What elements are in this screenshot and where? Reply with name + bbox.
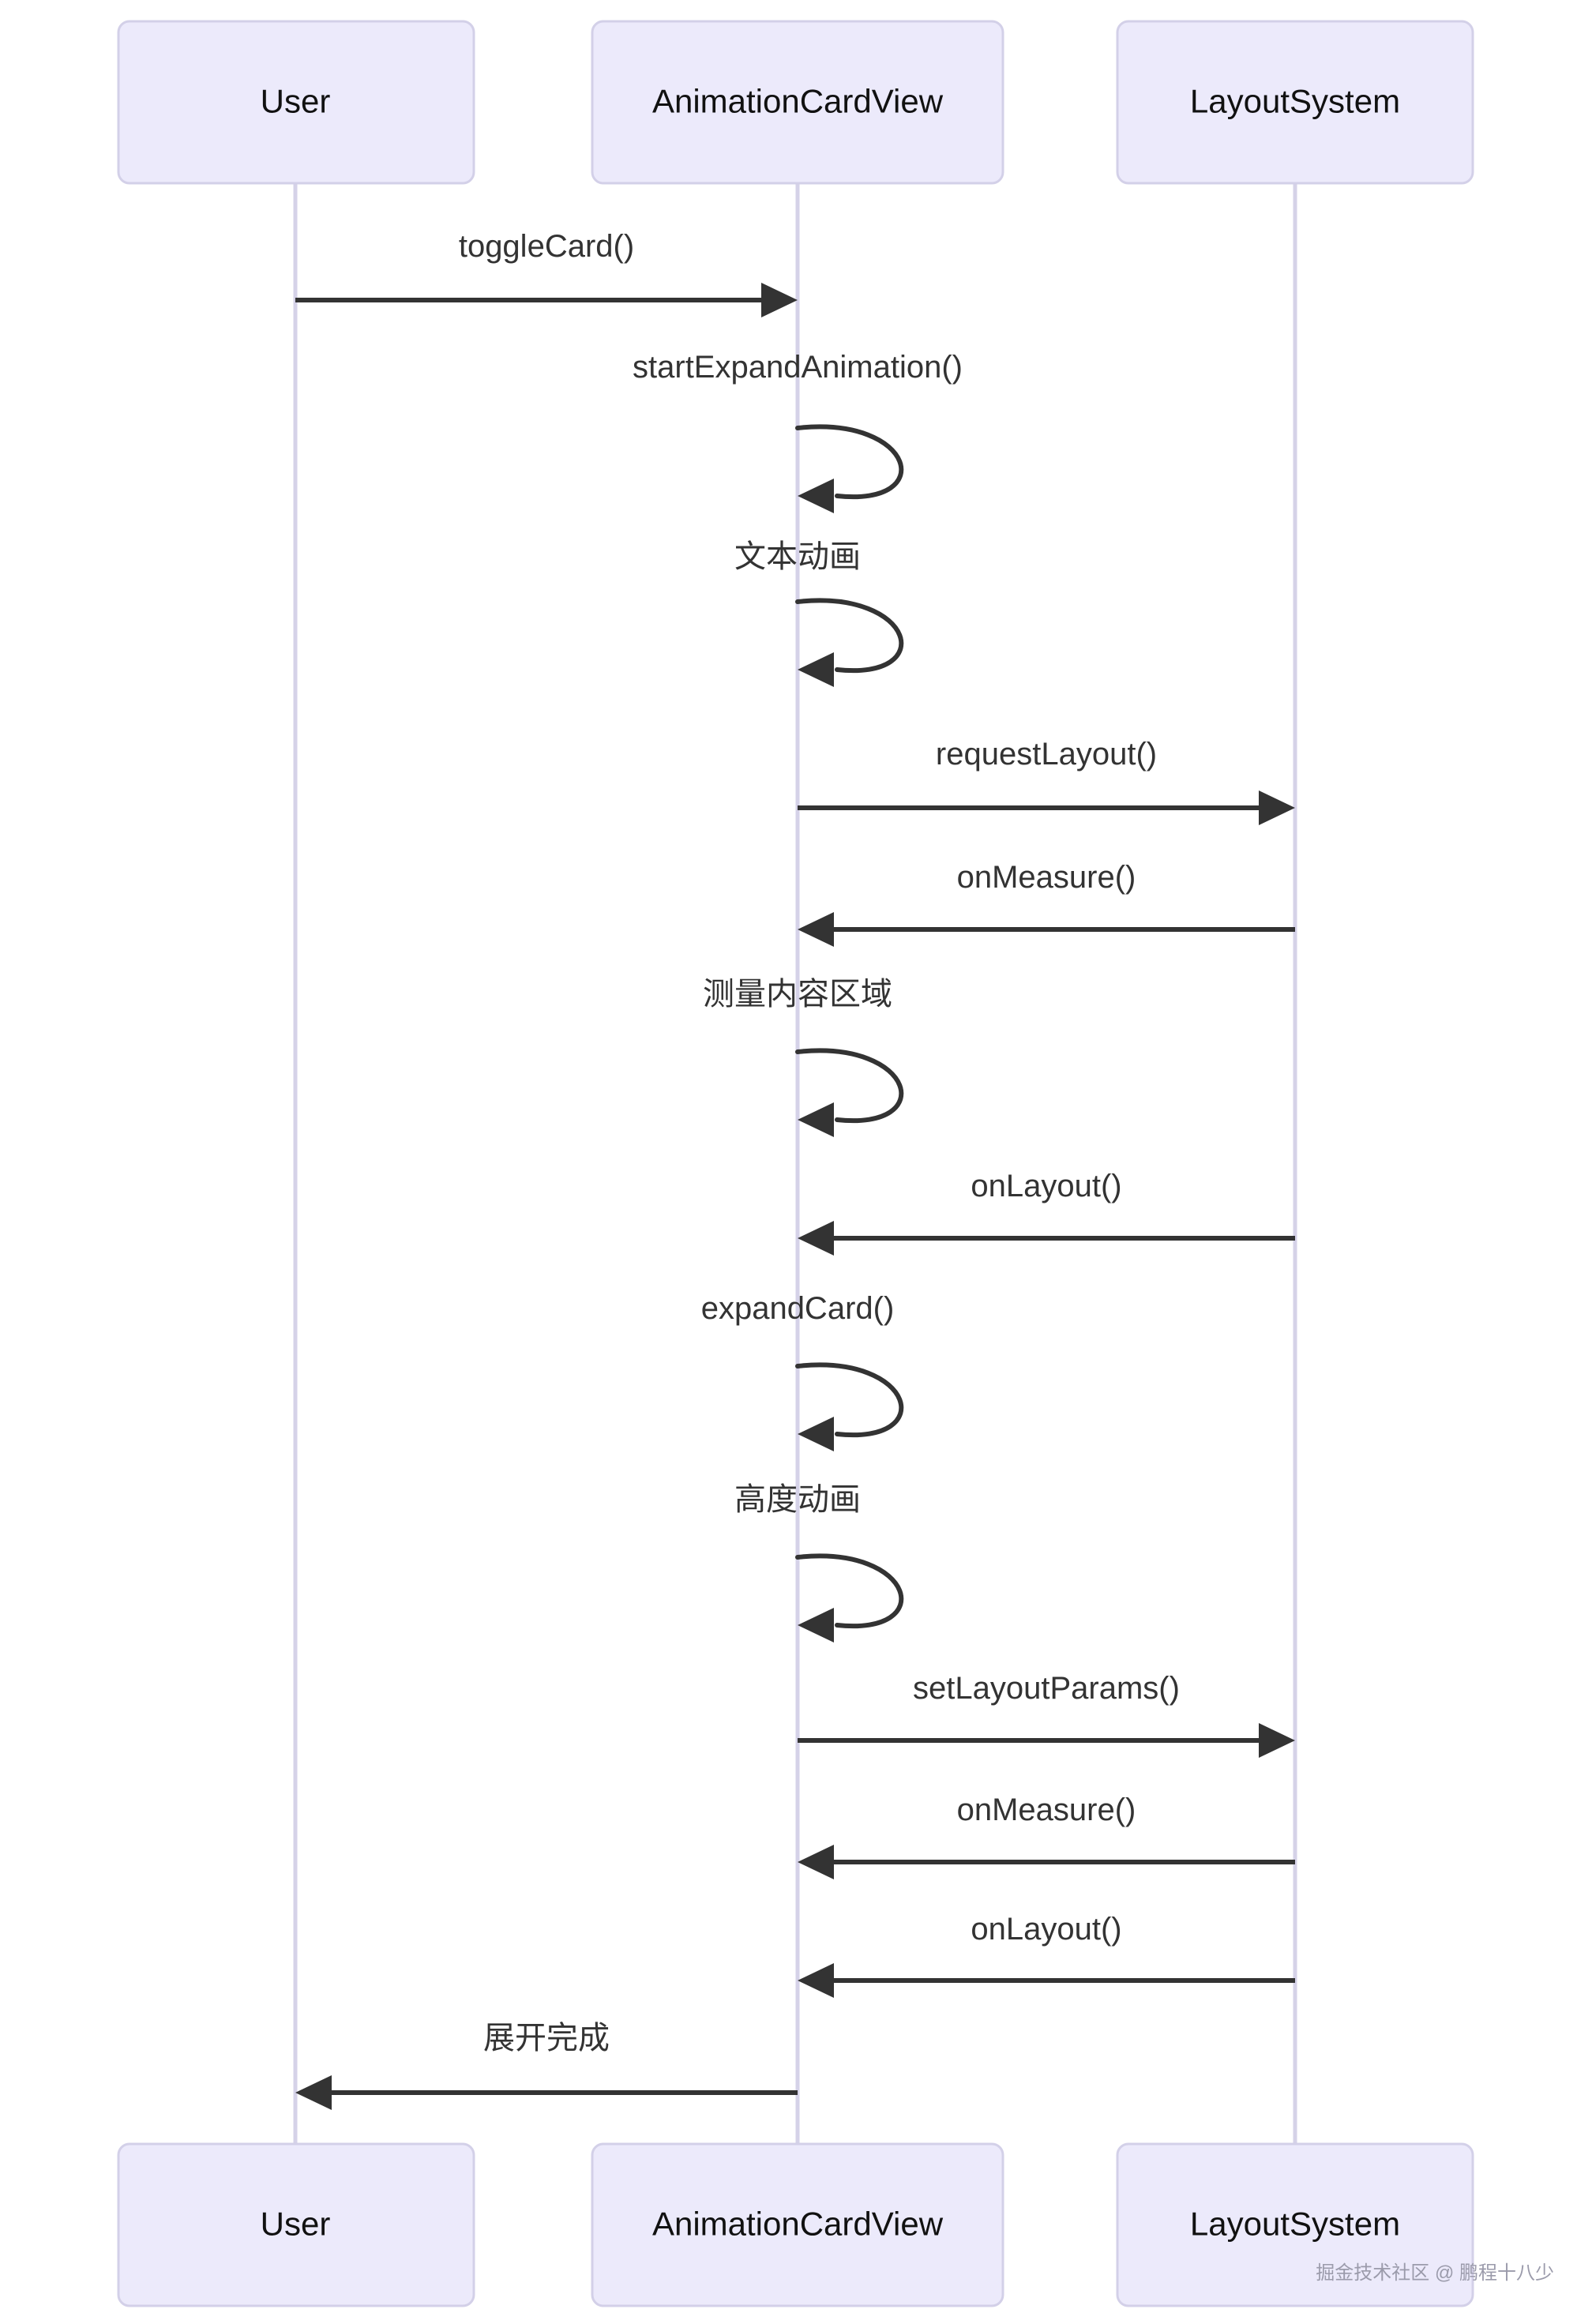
arrowhead — [798, 1221, 834, 1256]
message-label: setLayoutParams() — [913, 1671, 1180, 1706]
actor-box-animationcardview-bottom[interactable] — [591, 2142, 1004, 2307]
arrowhead — [798, 652, 834, 687]
arrowhead — [798, 1417, 834, 1451]
actor-box-layoutsystem-top[interactable] — [1116, 20, 1474, 185]
actor-label-animationcardview-top: AnimationCardView — [652, 83, 944, 120]
arrowhead — [1259, 790, 1295, 825]
self-loop-path — [795, 1048, 904, 1124]
message-5-self-loop[interactable]: 测量内容区域 — [703, 977, 904, 1137]
message-9-arrow[interactable]: setLayoutParams() — [798, 1671, 1295, 1758]
actor-label-layoutsystem-top: LayoutSystem — [1190, 83, 1400, 120]
arrowhead — [798, 1102, 834, 1137]
arrowhead — [761, 283, 798, 317]
watermark-layer: 掘金技术社区 @ 鹏程十八少 — [1316, 2262, 1554, 2284]
message-label: 文本动画 — [734, 539, 861, 574]
message-label: expandCard() — [701, 1291, 895, 1326]
message-8-self-loop[interactable]: 高度动画 — [734, 1482, 904, 1643]
message-label: 展开完成 — [483, 2021, 610, 2056]
message-6-arrow[interactable]: onLayout() — [798, 1169, 1295, 1256]
actor-label-user-top: User — [261, 83, 331, 120]
arrowhead — [295, 2075, 332, 2110]
message-12-arrow[interactable]: 展开完成 — [295, 2021, 798, 2110]
actors-bottom-layer: User AnimationCardView LayoutSystem — [117, 2142, 1474, 2307]
arrowhead — [1259, 1723, 1295, 1758]
message-2-self-loop[interactable]: 文本动画 — [734, 539, 904, 687]
arrowhead — [798, 912, 834, 947]
actor-label-user-bottom: User — [261, 2206, 331, 2243]
message-10-arrow[interactable]: onMeasure() — [798, 1793, 1295, 1879]
message-label: onLayout() — [971, 1169, 1121, 1203]
message-label: onLayout() — [971, 1912, 1121, 1947]
actor-animationcardview-bottom[interactable]: AnimationCardView — [591, 2142, 1004, 2307]
message-label: onMeasure() — [957, 860, 1136, 895]
actor-box-layoutsystem-bottom[interactable] — [1116, 2142, 1474, 2307]
actor-user-bottom[interactable]: User — [117, 2142, 475, 2307]
actor-box-user-top[interactable] — [117, 20, 475, 185]
self-loop-path — [795, 1362, 904, 1438]
actor-box-animationcardview-top[interactable] — [591, 20, 1004, 185]
message-label: toggleCard() — [459, 229, 634, 264]
arrowhead — [798, 1845, 834, 1879]
message-label: requestLayout() — [936, 737, 1157, 772]
watermark-text: 掘金技术社区 @ 鹏程十八少 — [1316, 2262, 1554, 2284]
actor-layoutsystem-bottom[interactable]: LayoutSystem — [1116, 2142, 1474, 2307]
self-loop-path — [795, 1553, 904, 1629]
lifelines-layer — [293, 183, 1297, 2144]
actor-label-layoutsystem-bottom: LayoutSystem — [1190, 2206, 1400, 2243]
actor-box-user-bottom[interactable] — [117, 2142, 475, 2307]
actor-label-animationcardview-bottom: AnimationCardView — [652, 2206, 944, 2243]
messages-layer: toggleCard() startExpandAnimation() 文本动画 re… — [295, 229, 1295, 2110]
actor-animationcardview-top[interactable]: AnimationCardView — [591, 20, 1004, 185]
message-11-arrow[interactable]: onLayout() — [798, 1912, 1295, 1998]
arrowhead — [798, 1608, 834, 1643]
message-4-arrow[interactable]: onMeasure() — [798, 860, 1295, 947]
message-7-self-loop[interactable]: expandCard() — [701, 1291, 904, 1451]
message-1-self-loop[interactable]: startExpandAnimation() — [633, 350, 963, 513]
self-loop-path — [795, 598, 904, 674]
message-3-arrow[interactable]: requestLayout() — [798, 737, 1295, 825]
arrowhead — [798, 1963, 834, 1998]
message-label: startExpandAnimation() — [633, 350, 963, 385]
message-label: 测量内容区域 — [703, 977, 892, 1012]
actors-top-layer: User AnimationCardView LayoutSystem — [117, 20, 1474, 185]
actor-user-top[interactable]: User — [117, 20, 475, 185]
message-0-arrow[interactable]: toggleCard() — [295, 229, 798, 317]
arrowhead — [798, 479, 834, 513]
message-label: 高度动画 — [734, 1482, 861, 1517]
self-loop-path — [795, 424, 904, 500]
actor-layoutsystem-top[interactable]: LayoutSystem — [1116, 20, 1474, 185]
message-label: onMeasure() — [957, 1793, 1136, 1827]
